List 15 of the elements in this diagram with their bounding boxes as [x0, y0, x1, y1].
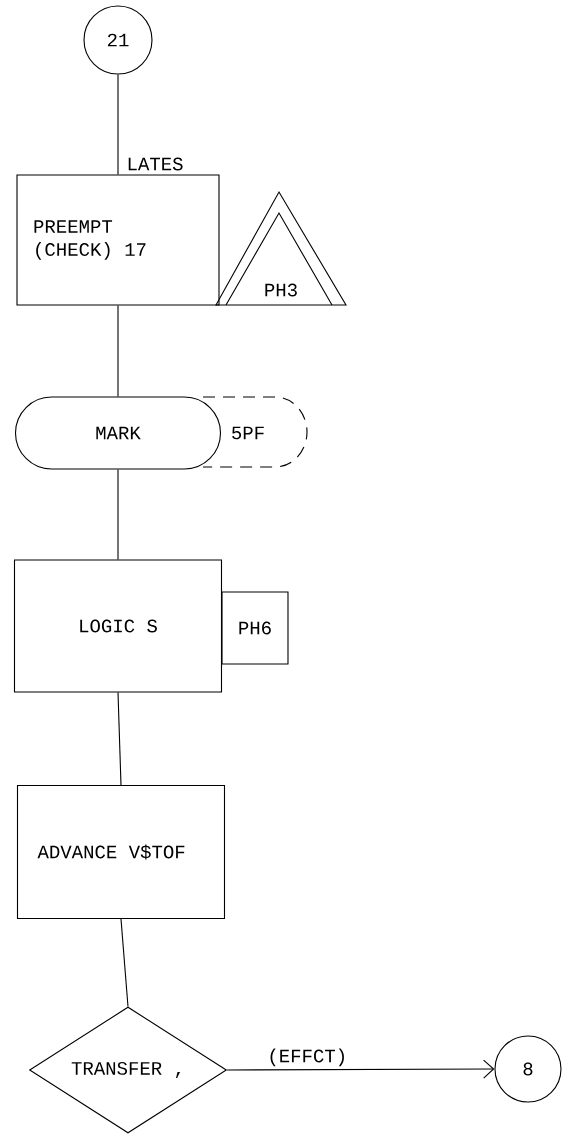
block-label: LATES: [128, 157, 183, 171]
connector-line: [117, 305, 119, 397]
dashed-tab: 5PF: [202, 396, 308, 468]
connector-line: [117, 74, 119, 175]
block-box: PH6: [221, 591, 289, 665]
triangle-block: PH3: [215, 190, 347, 306]
connector-line: [117, 469, 119, 560]
edge-label: (EFFCT): [270, 1048, 344, 1067]
connector-line: [226, 1059, 495, 1079]
block-box: LOGIC S: [13, 559, 223, 693]
connector-line: [120, 918, 129, 1007]
connector-line: [117, 692, 122, 786]
block-box: ADVANCE V$TOF: [16, 784, 226, 920]
block-box: PREEMPT (CHECK) 17: [16, 174, 220, 306]
mark-block: MARK: [14, 396, 222, 470]
